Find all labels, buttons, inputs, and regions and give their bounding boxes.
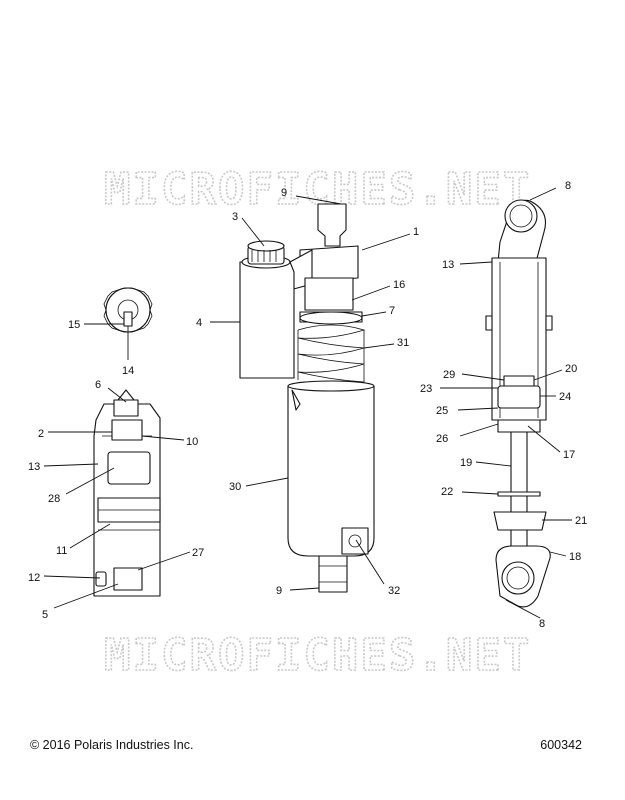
callout-28: 28 xyxy=(48,493,60,505)
callout-13-left: 13 xyxy=(28,461,40,473)
callout-10: 10 xyxy=(186,436,198,448)
callout-6: 6 xyxy=(95,379,101,391)
callout-24: 24 xyxy=(559,391,571,403)
callout-3: 3 xyxy=(232,211,238,223)
callout-16: 16 xyxy=(393,279,405,291)
copyright-text: © 2016 Polaris Industries Inc. xyxy=(30,738,194,752)
callout-23: 23 xyxy=(420,383,432,395)
right-shock-section xyxy=(485,199,553,608)
callout-5: 5 xyxy=(42,609,48,621)
leader-lines xyxy=(43,187,572,619)
callout-7: 7 xyxy=(389,305,395,317)
callout-22: 22 xyxy=(441,486,453,498)
callout-17: 17 xyxy=(563,449,575,461)
callout-20: 20 xyxy=(565,363,577,375)
callout-18: 18 xyxy=(569,551,581,563)
callout-8-top: 8 xyxy=(565,180,571,192)
document-number: 600342 xyxy=(540,738,582,752)
adjuster-knob xyxy=(103,287,153,333)
left-reservoir-section xyxy=(93,389,161,597)
callout-1: 1 xyxy=(413,226,419,238)
callout-31: 31 xyxy=(397,337,409,349)
watermark-bottom: MICROFICHES.NET xyxy=(104,630,531,681)
callout-29: 29 xyxy=(443,369,455,381)
callout-9-top: 9 xyxy=(281,187,287,199)
callout-32: 32 xyxy=(388,585,400,597)
callout-14: 14 xyxy=(122,365,134,377)
callout-25: 25 xyxy=(436,405,448,417)
center-shock-assembly xyxy=(239,203,375,593)
callout-11: 11 xyxy=(56,545,67,557)
callout-13-right: 13 xyxy=(442,259,454,271)
callout-4: 4 xyxy=(196,317,202,329)
callout-labels: 1 2 3 4 5 6 7 8 8 9 9 10 11 12 13 13 14 … xyxy=(28,180,587,630)
callout-8-bottom: 8 xyxy=(539,618,545,630)
callout-2: 2 xyxy=(38,428,44,440)
callout-26: 26 xyxy=(436,433,448,445)
callout-19: 19 xyxy=(460,457,472,469)
callout-21: 21 xyxy=(575,515,587,527)
callout-9-bottom: 9 xyxy=(276,585,282,597)
callout-30: 30 xyxy=(229,481,241,493)
watermark-top: MICROFICHES.NET xyxy=(104,164,531,215)
callout-12: 12 xyxy=(28,572,40,584)
callout-27: 27 xyxy=(192,547,204,559)
callout-15: 15 xyxy=(68,319,80,331)
